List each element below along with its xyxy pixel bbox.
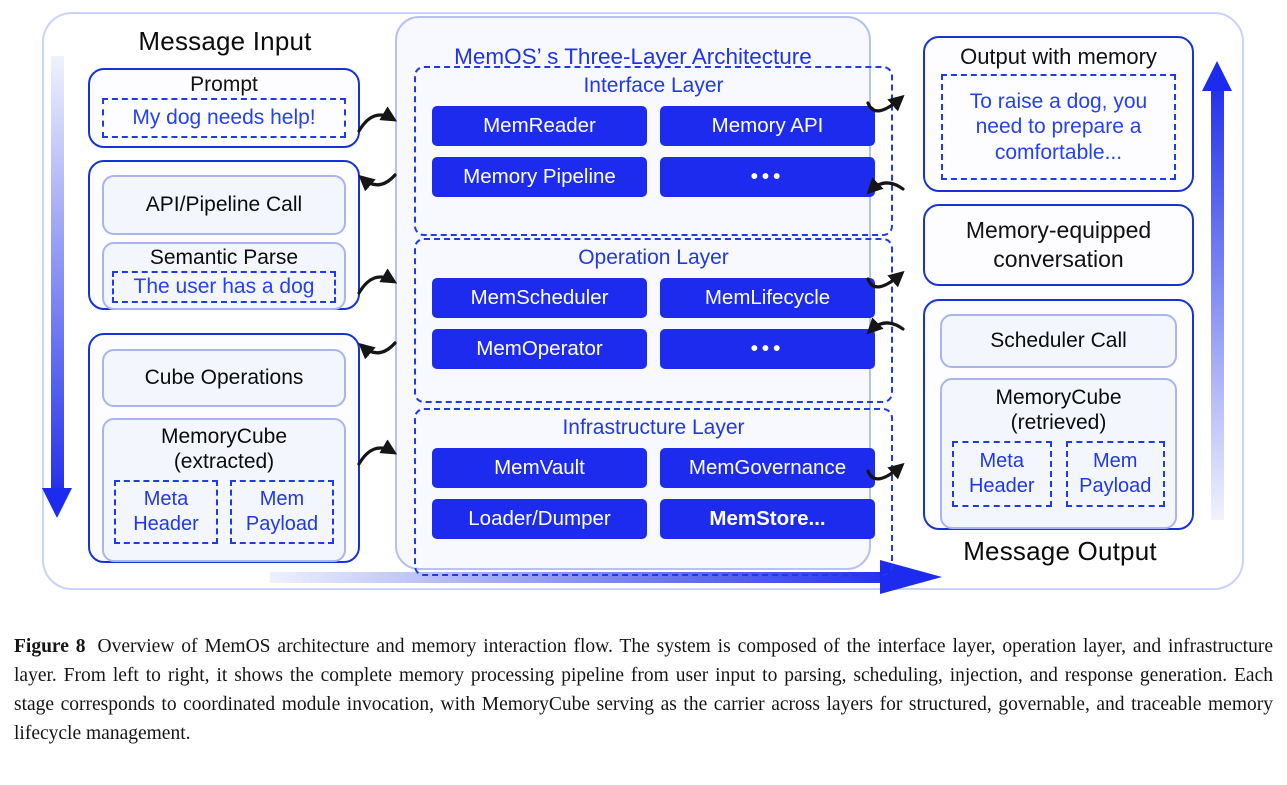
scheduler-call-box: Scheduler Call [940, 314, 1177, 368]
cube-operations-box: Cube Operations [102, 349, 346, 407]
operation-layer-box: Operation Layer MemScheduler MemLifecycl… [414, 238, 893, 403]
curve-arrow-right-icon [357, 439, 398, 466]
module-memgovernance: MemGovernance [660, 448, 875, 488]
module-loader-dumper: Loader/Dumper [432, 499, 647, 539]
memorycube-extracted-box: MemoryCube (extracted) Meta Header Mem P… [102, 418, 346, 562]
prompt-quote: My dog needs help! [102, 98, 346, 138]
output-quote: To raise a dog, you need to prepare a co… [941, 74, 1176, 180]
module-memscheduler: MemScheduler [432, 278, 647, 318]
memory-equipped-conversation-box: Memory-equipped conversation [923, 204, 1194, 286]
scheduler-group-box: Scheduler Call MemoryCube (retrieved) Me… [923, 299, 1194, 530]
bottom-flow-arrowhead-icon [880, 560, 942, 594]
module-interface-more: ••• [660, 157, 875, 197]
module-memory-pipeline: Memory Pipeline [432, 157, 647, 197]
input-flow-arrowhead-icon [42, 488, 72, 518]
output-with-memory-title: Output with memory [960, 44, 1157, 69]
memorycube-retrieved-box: MemoryCube (retrieved) Meta Header Mem P… [940, 378, 1177, 529]
parse-group-box: API/Pipeline Call Semantic Parse The use… [88, 160, 360, 310]
prompt-title: Prompt [190, 73, 258, 96]
api-pipeline-call-box: API/Pipeline Call [102, 175, 346, 235]
output-with-memory-box: Output with memory To raise a dog, you n… [923, 36, 1194, 192]
curve-arrow-up-right-icon [866, 94, 905, 113]
curve-arrow-left-icon [866, 177, 905, 195]
mem-payload-box: Mem Payload [230, 480, 334, 544]
infrastructure-layer-title: Infrastructure Layer [562, 416, 745, 439]
module-operation-more: ••• [660, 329, 875, 369]
figure-caption-label: Figure 8 [14, 635, 86, 657]
input-flow-arrow-bar [51, 56, 64, 488]
bottom-flow-arrow-bar [270, 572, 882, 583]
module-memlifecycle: MemLifecycle [660, 278, 875, 318]
curve-arrow-left-icon [866, 317, 905, 335]
semantic-parse-box: Semantic Parse The user has a dog [102, 242, 346, 310]
module-memoperator: MemOperator [432, 329, 647, 369]
figure-caption-text: Overview of MemOS architecture and memor… [14, 635, 1273, 744]
interface-layer-title: Interface Layer [583, 74, 724, 97]
output-flow-arrowhead-icon [1202, 61, 1232, 91]
curve-arrow-up-right-icon [866, 462, 905, 481]
memorycube-subtitle: (extracted) [173, 449, 275, 473]
prompt-box: Prompt My dog needs help! [88, 68, 360, 148]
module-memory-api: Memory API [660, 106, 875, 146]
curve-arrow-right-icon [357, 268, 398, 295]
operation-layer-title: Operation Layer [578, 246, 729, 269]
semantic-parse-quote: The user has a dog [112, 271, 336, 303]
module-memvault: MemVault [432, 448, 647, 488]
memorycube-title: MemoryCube [995, 385, 1122, 409]
curve-arrow-left-icon [358, 173, 397, 192]
architecture-title: MemOS’ s Three-Layer Architecture [454, 44, 812, 69]
mem-payload-box: Mem Payload [1065, 441, 1165, 507]
cube-group-box: Cube Operations MemoryCube (extracted) M… [88, 333, 360, 563]
output-flow-arrow-bar [1211, 90, 1224, 520]
message-input-heading: Message Input [138, 26, 312, 56]
infrastructure-layer-box: Infrastructure Layer MemVault MemGoverna… [414, 408, 893, 576]
meta-header-box: Meta Header [114, 480, 218, 544]
semantic-parse-title: Semantic Parse [149, 245, 299, 269]
memorycube-subtitle: (retrieved) [1010, 410, 1107, 434]
message-output-heading: Message Output [963, 536, 1157, 566]
module-memreader: MemReader [432, 106, 647, 146]
architecture-panel: MemOS’ s Three-Layer Architecture Interf… [395, 16, 893, 576]
meta-header-box: Meta Header [952, 441, 1052, 507]
curve-arrow-right-icon [357, 106, 398, 133]
curve-arrow-left-icon [358, 341, 397, 360]
memorycube-title: MemoryCube [160, 424, 288, 448]
interface-layer-box: Interface Layer MemReader Memory API Mem… [414, 66, 893, 236]
module-memstore-more: MemStore... [660, 499, 875, 539]
curve-arrow-up-right-icon [866, 270, 905, 289]
